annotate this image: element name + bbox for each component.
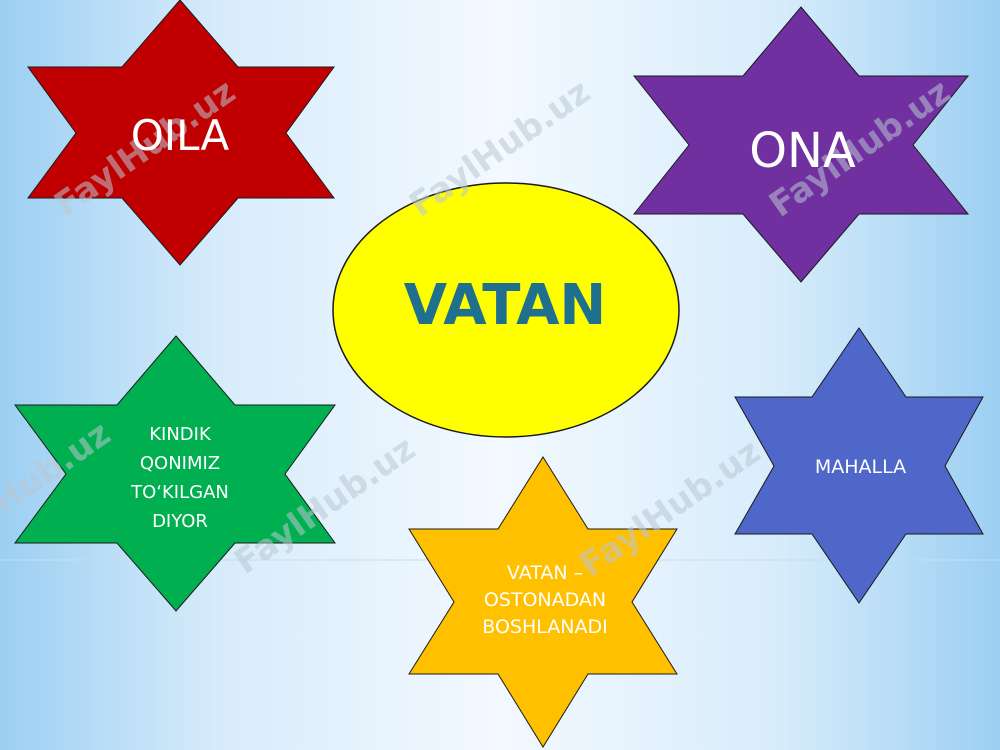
star-mahalla [734,327,984,604]
ostonadan-label: VATAN – OSTONADAN BOSHLANADI [482,562,608,638]
ona-label: ONA [749,123,856,179]
oila-label: OILA [130,111,230,160]
star-oila [27,0,335,266]
star-ona [632,6,970,283]
star-ostona [408,456,678,748]
center-ellipse [332,182,680,438]
kindik-label: KINDIK QONIMIZ TO‘KILGAN DIYOR [131,424,229,532]
star-kindik [14,335,336,612]
vatan-label: VATAN [403,273,607,338]
mahalla-label: MAHALLA [814,456,907,478]
